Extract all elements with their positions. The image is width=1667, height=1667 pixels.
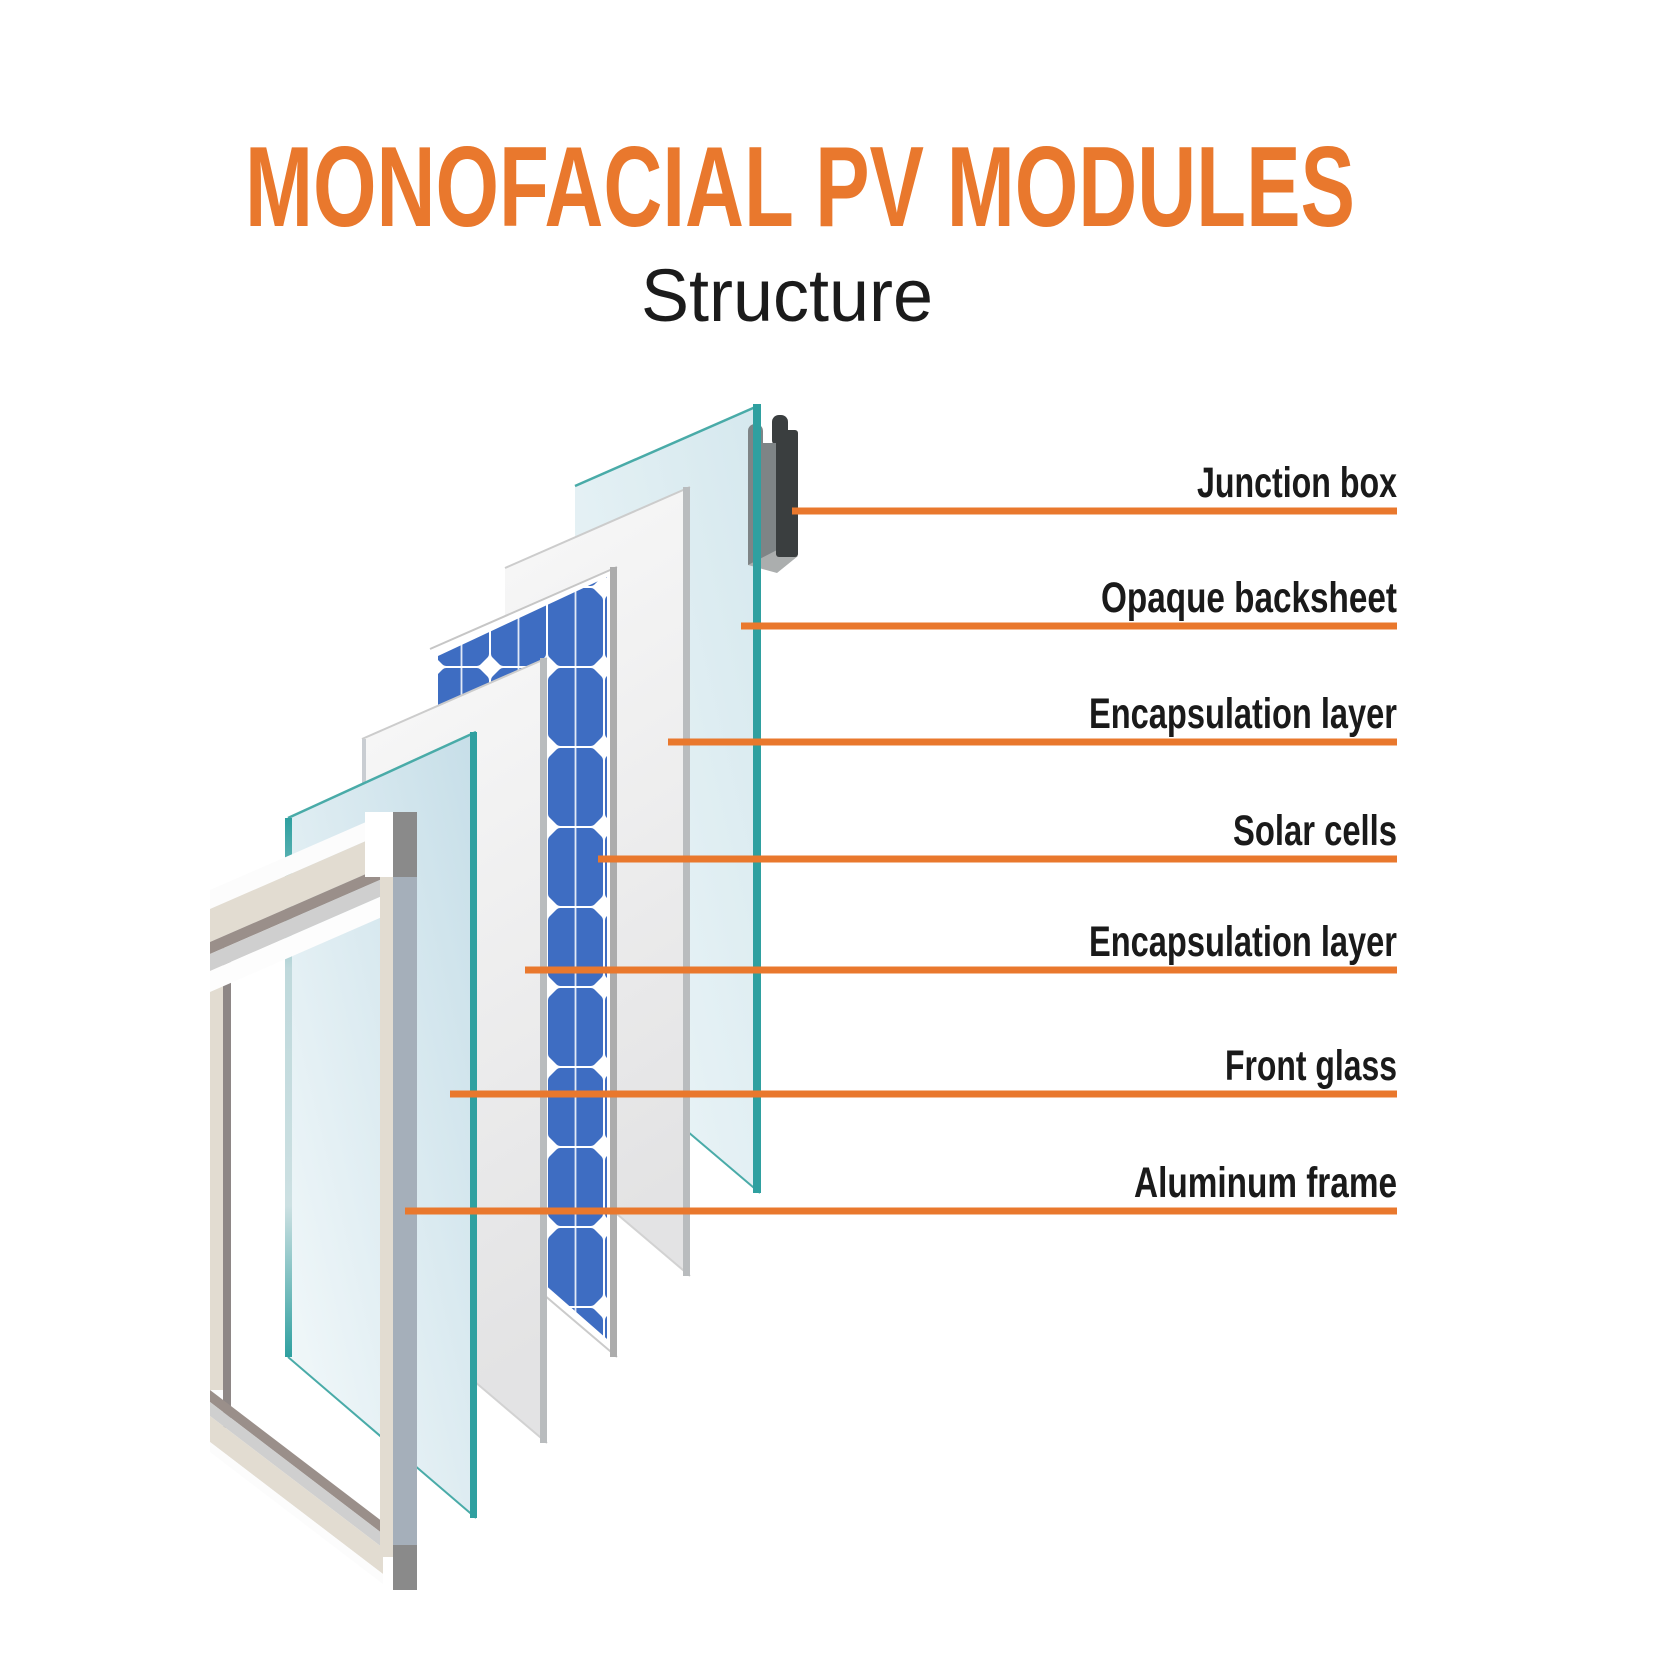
front-glass-top-edge bbox=[287, 730, 477, 820]
frame-left-bar-anodized bbox=[210, 955, 223, 1390]
solar-cells-top-edge bbox=[429, 566, 618, 650]
label-junction-box: Junction box bbox=[1197, 459, 1397, 507]
frame-bottom-bar-shadow-line bbox=[210, 1390, 383, 1534]
encapsulation-front-top-edge bbox=[361, 657, 548, 740]
junction-box-plate bbox=[748, 443, 777, 565]
frame-right-cap bbox=[393, 812, 417, 877]
frame-right-corner-block bbox=[365, 812, 393, 877]
frame-top-bar-anodized bbox=[210, 834, 382, 942]
aluminum-frame bbox=[210, 812, 417, 1590]
backsheet-top-edge bbox=[574, 403, 761, 488]
label-encapsulation-front: Encapsulation layer bbox=[1089, 918, 1397, 966]
frame-top-bar-highlight bbox=[210, 879, 382, 971]
frame-top-bar-inner bbox=[210, 896, 382, 992]
frame-bottom-bar-highlight bbox=[210, 1402, 383, 1548]
frame-left-bar-shadow-line bbox=[223, 948, 231, 1428]
encapsulation-back-top-edge bbox=[504, 486, 691, 569]
frame-right-anodized-strip bbox=[380, 877, 393, 1557]
frame-top-bar-outer bbox=[210, 815, 382, 909]
page-subtitle: Structure bbox=[641, 254, 933, 337]
leader-lines bbox=[405, 507, 1397, 1215]
page-title: MONOFACIAL PV MODULES bbox=[245, 124, 1355, 251]
frame-top-bar-shadow-line bbox=[210, 867, 382, 954]
junction-box-body bbox=[776, 430, 798, 557]
label-encapsulation-back: Encapsulation layer bbox=[1089, 690, 1397, 738]
label-solar-cells: Solar cells bbox=[1233, 807, 1397, 855]
label-front-glass: Front glass bbox=[1225, 1042, 1397, 1090]
front-glass-left-edge bbox=[285, 818, 292, 1357]
frame-bottom-bar-anodized bbox=[210, 1416, 383, 1574]
frame-bottom-bar-outer bbox=[210, 1442, 383, 1584]
labels: Junction box Opaque backsheet Encapsulat… bbox=[1089, 459, 1397, 1207]
label-opaque-backsheet: Opaque backsheet bbox=[1101, 574, 1397, 622]
frame-right-foot bbox=[393, 1545, 417, 1590]
label-aluminum-frame: Aluminum frame bbox=[1134, 1159, 1397, 1207]
